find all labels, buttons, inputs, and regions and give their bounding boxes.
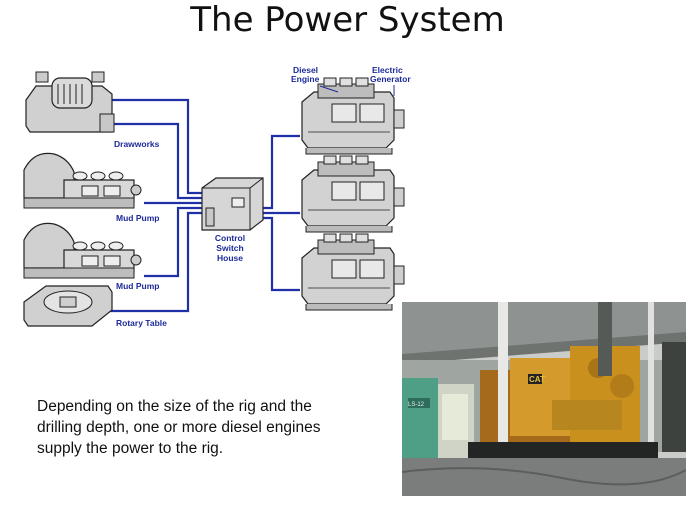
diesel-generator-1-illustration (301, 77, 405, 155)
label-mud-pump-2: Mud Pump (116, 281, 159, 291)
label-rotary-table: Rotary Table (116, 318, 167, 328)
label-diesel-1: Diesel (293, 65, 318, 75)
slide-title: The Power System (190, 0, 505, 40)
drawworks-illustration (25, 71, 115, 133)
brand-badge: CAT (529, 375, 545, 384)
label-control-1: Control (215, 233, 245, 243)
label-generator-1: Electric (372, 65, 403, 75)
container-label: LS-12 (408, 402, 425, 408)
mud-pump-1-illustration (23, 152, 142, 209)
label-drawworks: Drawworks (114, 139, 160, 149)
diesel-generator-2-illustration (301, 155, 405, 233)
rotary-table-illustration (23, 285, 113, 327)
mud-pump-2-illustration (23, 222, 142, 279)
label-diesel-2: Engine (291, 74, 320, 84)
label-generator-2: Generator (370, 74, 411, 84)
label-control-3: House (217, 253, 243, 263)
label-mud-pump-1: Mud Pump (116, 213, 159, 223)
diesel-generator-3-illustration (301, 233, 405, 311)
control-switch-house-illustration (201, 177, 264, 231)
body-text: Depending on the size of the rig and the… (37, 398, 321, 457)
power-system-diagram: Drawworks Mud Pump Mud Pump Rotary Table… (16, 48, 423, 334)
label-control-2: Switch (216, 243, 243, 253)
generator-photo: LS-12 CAT (402, 302, 686, 496)
